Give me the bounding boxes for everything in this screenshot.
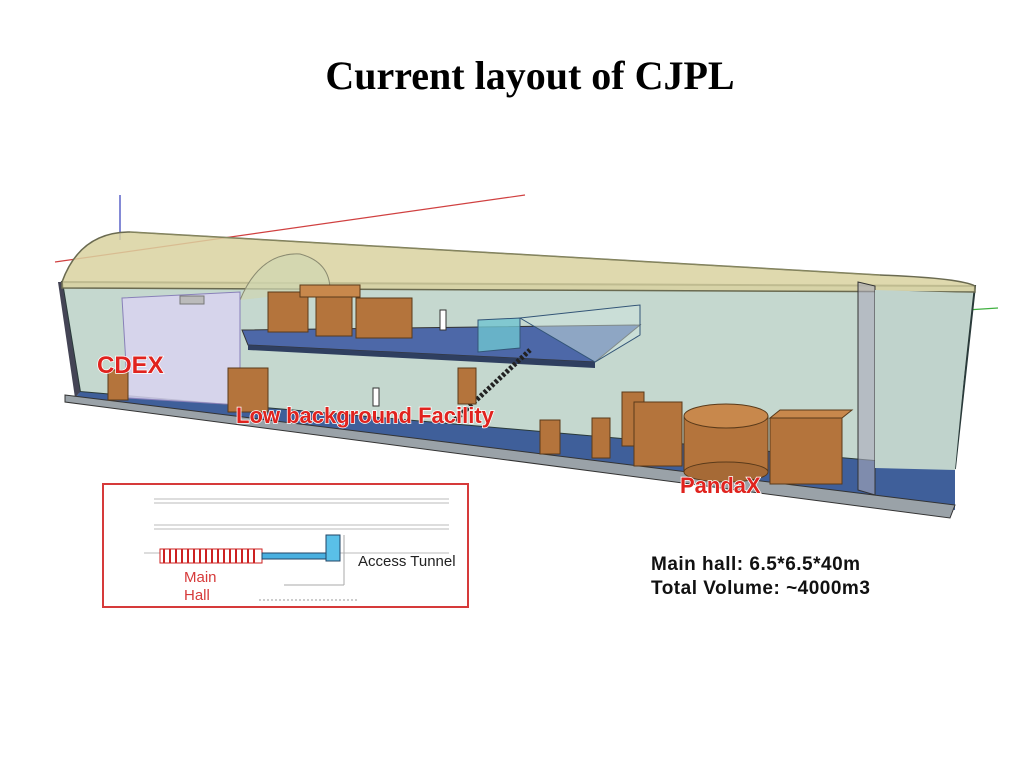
access-tunnel-line <box>261 552 331 560</box>
hall-stats: Main hall: 6.5*6.5*40m Total Volume: ~40… <box>651 553 870 601</box>
figure <box>439 309 447 331</box>
roof-vault <box>61 231 976 293</box>
slide-title: Current layout of CJPL <box>325 53 735 98</box>
box <box>267 291 309 333</box>
low-background-label: Low background Facility <box>236 403 495 428</box>
cdex-top-hatch <box>179 295 205 305</box>
tunnel-map <box>144 498 449 601</box>
glass-room <box>477 317 521 353</box>
figure <box>372 387 380 407</box>
box <box>769 417 843 485</box>
box <box>315 295 353 337</box>
pandax-tank-base <box>683 461 769 483</box>
left-end-wall <box>58 282 80 398</box>
roof-ridge <box>129 231 881 276</box>
main-hall-map-label: Main Hall <box>184 569 217 605</box>
hall-dimensions: Main hall: 6.5*6.5*40m <box>651 554 861 575</box>
box <box>355 297 413 339</box>
main-hall-label-line1: Main <box>184 569 217 586</box>
box <box>591 417 611 459</box>
stairs <box>453 348 532 422</box>
pandax-tank-top <box>683 403 769 429</box>
cdex-block <box>121 291 241 406</box>
box-top <box>768 409 854 419</box>
partition-wall <box>857 281 876 496</box>
tunnel-portal <box>325 534 341 562</box>
box <box>107 369 129 401</box>
box <box>227 367 269 413</box>
box <box>539 419 561 455</box>
cdex-label: CDEX <box>97 352 164 379</box>
platform-edge <box>248 345 595 368</box>
box <box>633 401 683 467</box>
hall-volume: Total Volume: ~4000m3 <box>651 578 871 599</box>
box-top <box>299 284 361 298</box>
main-hall-label-line2: Hall <box>184 587 210 604</box>
access-tunnel-map-label: Access Tunnel <box>358 553 456 570</box>
end-room-wall <box>875 290 972 470</box>
box <box>457 367 477 405</box>
tunnel-map-inset: Main Hall Access Tunnel <box>102 483 469 608</box>
glass-partition <box>518 304 641 363</box>
floor-edge <box>64 394 956 519</box>
pandax-label: PandaX <box>680 473 761 498</box>
